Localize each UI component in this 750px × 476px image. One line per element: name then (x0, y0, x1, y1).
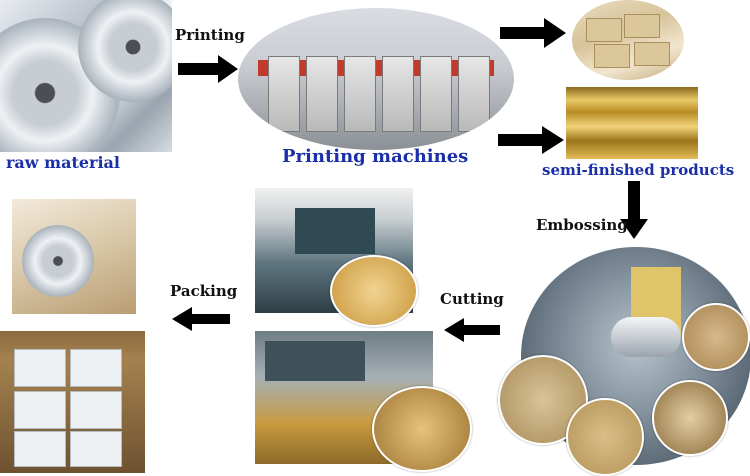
printing-machines-photo (238, 8, 514, 150)
arrow-right-icon (178, 55, 238, 83)
printing-machines-label: Printing machines (282, 146, 469, 167)
packed-sheets-box-photo (0, 331, 145, 473)
embossed-pattern-inset (682, 303, 750, 371)
packed-roll-box-photo (12, 199, 136, 314)
arrow-down-icon (620, 181, 648, 239)
cut-sheets-inset (372, 386, 472, 472)
cutting-step-label: Cutting (440, 290, 504, 308)
arrow-right-icon (498, 126, 564, 154)
semi-finished-products-photo (566, 87, 698, 159)
semi-finished-label: semi-finished products (542, 161, 735, 179)
embossed-pattern-inset (652, 380, 728, 456)
printed-product-photo (572, 0, 684, 80)
arrow-left-icon (172, 307, 230, 331)
raw-material-photo (0, 0, 172, 152)
arrow-left-icon (444, 318, 500, 342)
embossed-pattern-inset (566, 398, 644, 476)
printing-step-label: Printing (175, 26, 245, 44)
raw-material-label: raw material (6, 153, 120, 172)
cut-rolls-inset (330, 255, 418, 327)
packing-step-label: Packing (170, 282, 238, 300)
arrow-right-icon (500, 18, 566, 48)
embossing-step-label: Embossing (536, 216, 628, 234)
